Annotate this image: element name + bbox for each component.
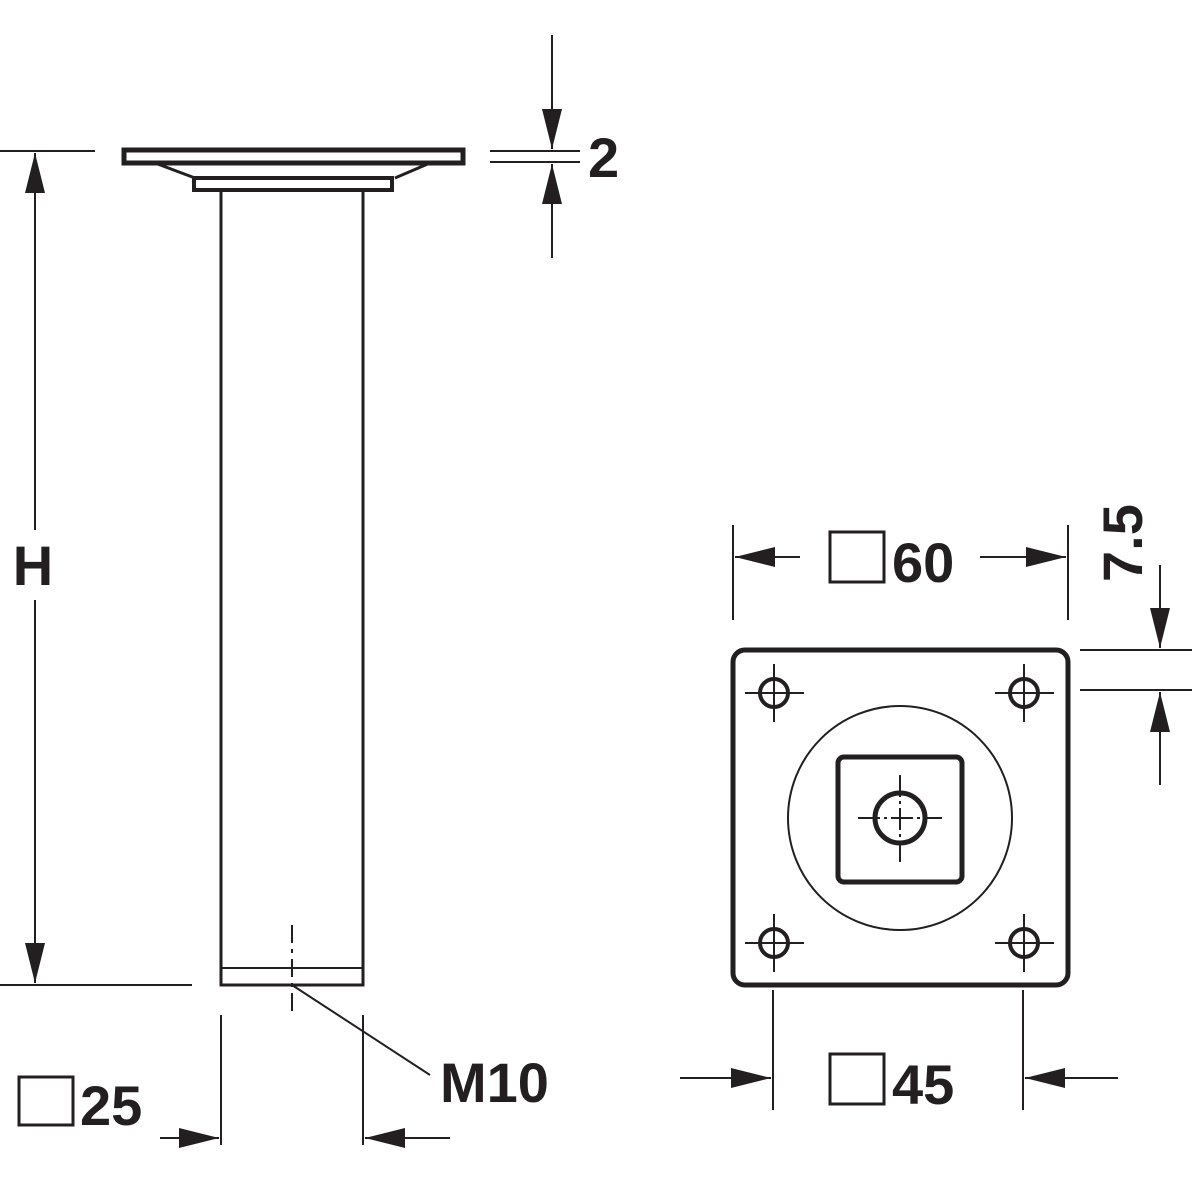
tube-size-label: 25 [80,1074,142,1137]
hole-offset-label: 7.5 [1091,504,1154,582]
plate-size-dimension: 60 [732,525,1069,620]
leg-side-view [121,147,466,987]
plate-thickness-dimension: 2 [490,35,619,258]
tube-size-dimension: 25 [17,1015,450,1148]
thread-callout: M10 [291,925,549,1114]
height-label: H [13,534,53,597]
height-dimension: H [0,150,192,986]
square-symbol-icon [828,530,886,584]
hole-spacing-label: 45 [892,1053,954,1116]
plate-thickness-label: 2 [588,126,619,189]
hole-spacing-dimension: 45 [680,990,1118,1116]
square-symbol-icon [828,1052,886,1106]
square-symbol-icon [17,1075,75,1127]
plate-size-label: 60 [892,531,954,594]
screw-hole-icon [745,664,1054,972]
mounting-plate-top-view [730,647,1071,988]
hole-offset-dimension: 7.5 [1080,504,1192,785]
thread-label: M10 [440,1051,549,1114]
